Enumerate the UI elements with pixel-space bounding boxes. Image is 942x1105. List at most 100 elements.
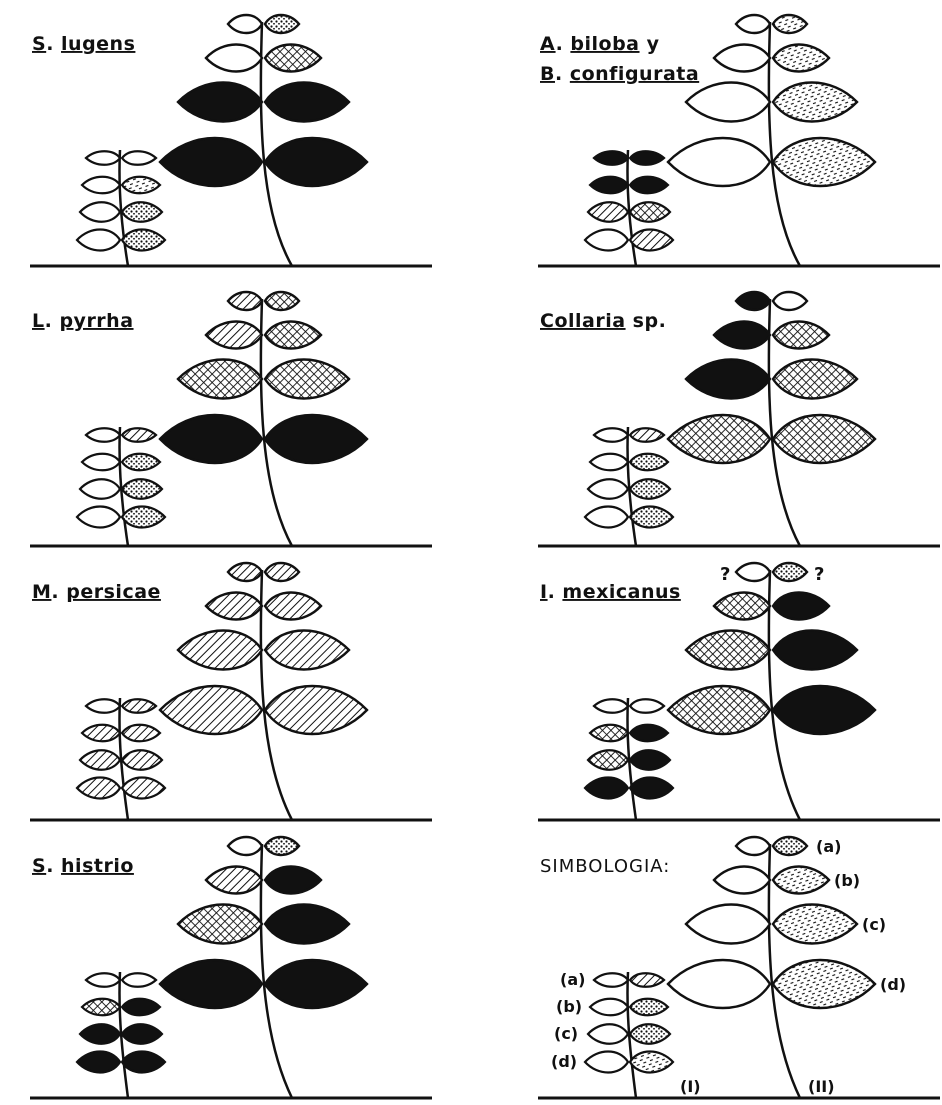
large-leaf-right-1 (265, 45, 321, 72)
small-leaf-left-3 (77, 230, 120, 251)
large-level-label: (b) (834, 871, 860, 890)
small-leaf-left-3 (77, 778, 120, 799)
small-leaf-left-3 (585, 507, 628, 528)
small-leaf-left-3 (77, 1052, 120, 1073)
large-leaf-right-2 (773, 83, 857, 122)
large-leaf-left-0 (228, 837, 262, 855)
small-leaf-right-0 (122, 428, 156, 442)
small-plant (77, 698, 165, 820)
small-leaf-left-1 (590, 177, 628, 194)
panel-m-persicae: M. persicae (30, 563, 432, 820)
large-leaf-left-2 (178, 905, 262, 944)
large-leaf-left-3 (160, 138, 262, 186)
large-leaf-left-0 (736, 292, 770, 310)
large-leaf-left-2 (686, 631, 770, 670)
small-leaf-right-2 (630, 750, 670, 770)
small-leaf-right-3 (630, 778, 673, 799)
small-leaf-right-1 (630, 999, 668, 1016)
large-leaf-left-2 (686, 905, 770, 944)
panel-title: I. mexicanus (540, 581, 681, 603)
large-leaf-left-1 (714, 593, 770, 620)
large-leaf-left-3 (668, 960, 770, 1008)
small-plant (585, 150, 673, 266)
small-plant (585, 427, 673, 546)
large-leaf-left-2 (178, 83, 262, 122)
small-leaf-left-1 (590, 454, 628, 471)
small-leaf-right-3 (630, 507, 673, 528)
small-leaf-right-2 (630, 479, 670, 499)
large-leaf-right-0 (773, 15, 807, 33)
small-leaf-left-1 (590, 999, 628, 1016)
panel-title-line2: B. configurata (540, 63, 699, 85)
small-leaf-right-1 (122, 725, 160, 742)
large-leaf-left-0 (228, 15, 262, 33)
small-leaf-right-3 (122, 507, 165, 528)
large-leaf-right-1 (773, 867, 829, 894)
large-level-label: (d) (880, 975, 906, 994)
small-leaf-left-2 (588, 750, 628, 770)
small-leaf-right-1 (630, 725, 668, 742)
small-leaf-right-3 (122, 778, 165, 799)
large-leaf-left-3 (668, 415, 770, 463)
panel-title: A. biloba y (540, 33, 660, 55)
panel-title: M. persicae (32, 581, 161, 603)
small-leaf-left-0 (594, 151, 628, 165)
large-leaf-right-3 (773, 960, 875, 1008)
small-plant (585, 698, 673, 820)
large-leaf-right-1 (265, 593, 321, 620)
large-leaf-left-0 (228, 563, 262, 581)
large-leaf-right-3 (773, 138, 875, 186)
large-leaf-right-1 (773, 593, 829, 620)
small-leaf-left-1 (82, 725, 120, 742)
large-leaf-right-0 (773, 563, 807, 581)
small-level-label: (c) (554, 1024, 578, 1043)
panel-s-lugens: S. lugens (30, 15, 432, 266)
small-leaf-left-3 (585, 1052, 628, 1073)
large-plant (160, 15, 367, 266)
small-leaf-left-2 (80, 1024, 120, 1044)
large-leaf-right-3 (773, 686, 875, 734)
small-leaf-left-0 (86, 699, 120, 713)
small-leaf-right-1 (122, 177, 160, 194)
question-mark-right: ? (814, 564, 824, 585)
large-leaf-left-2 (686, 83, 770, 122)
small-leaf-right-3 (630, 1052, 673, 1073)
large-plant (668, 292, 875, 546)
small-leaf-right-1 (630, 177, 668, 194)
large-leaf-right-2 (265, 905, 349, 944)
small-leaf-left-1 (590, 725, 628, 742)
large-plant (668, 563, 875, 820)
large-leaf-left-1 (206, 593, 262, 620)
panel-title: S. lugens (32, 33, 135, 55)
large-leaf-left-3 (668, 138, 770, 186)
large-leaf-right-2 (265, 631, 349, 670)
large-leaf-left-1 (714, 867, 770, 894)
small-leaf-right-2 (122, 202, 162, 222)
large-leaf-right-0 (265, 292, 299, 310)
large-leaf-left-1 (206, 45, 262, 72)
small-leaf-right-2 (122, 1024, 162, 1044)
question-mark-left: ? (720, 564, 730, 585)
small-leaf-left-2 (588, 202, 628, 222)
small-leaf-right-3 (122, 230, 165, 251)
panel-title: SIMBOLOGIA: (540, 856, 670, 877)
small-leaf-right-3 (122, 1052, 165, 1073)
small-level-label: (a) (560, 970, 585, 989)
small-leaf-right-0 (630, 699, 664, 713)
large-plant (160, 837, 367, 1098)
small-leaf-right-0 (122, 151, 156, 165)
small-leaf-left-2 (80, 202, 120, 222)
large-leaf-left-1 (206, 867, 262, 894)
small-leaf-left-3 (77, 507, 120, 528)
panel-l-pyrrha: L. pyrrha (30, 292, 432, 546)
large-leaf-left-0 (736, 837, 770, 855)
small-leaf-left-0 (594, 973, 628, 987)
large-leaf-right-2 (773, 905, 857, 944)
small-leaf-left-0 (594, 699, 628, 713)
small-level-label: (d) (551, 1052, 577, 1071)
small-leaf-left-3 (585, 230, 628, 251)
large-leaf-left-0 (228, 292, 262, 310)
large-leaf-right-2 (773, 631, 857, 670)
large-leaf-right-3 (265, 686, 367, 734)
